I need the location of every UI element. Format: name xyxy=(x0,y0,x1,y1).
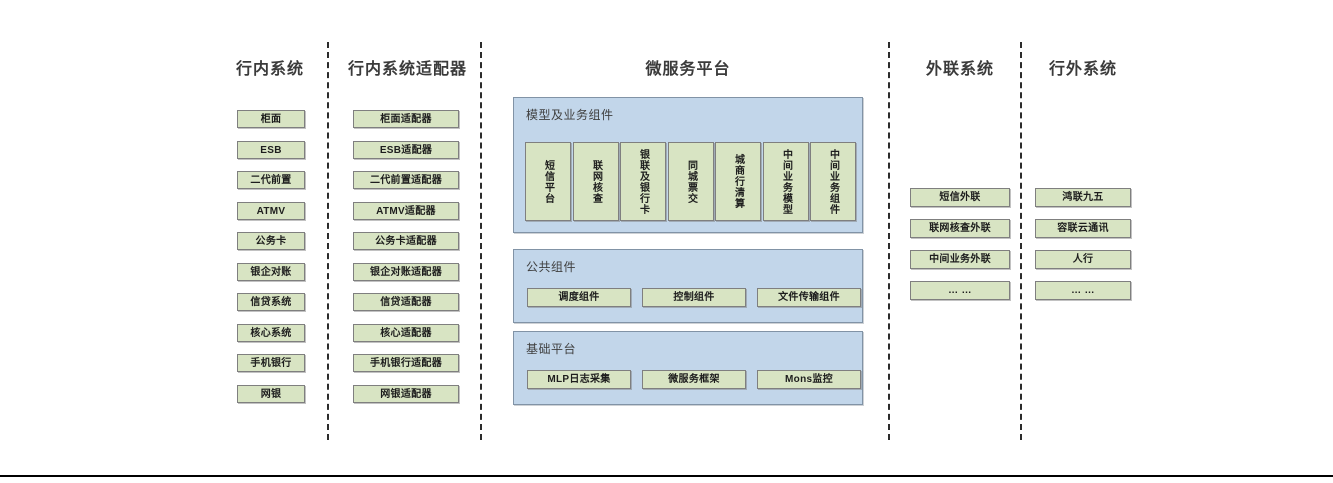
node-label: 公务卡 xyxy=(255,235,287,247)
node-inbank-system[interactable]: 二代前置 xyxy=(237,171,305,189)
node-inbank-adapter[interactable]: ATMV适配器 xyxy=(353,202,459,220)
node-inbank-system[interactable]: 网银 xyxy=(237,385,305,403)
node-label: 城商行清算 xyxy=(732,154,744,209)
node-inbank-adapter[interactable]: 二代前置适配器 xyxy=(353,171,459,189)
node-base-platform-component[interactable]: 微服务框架 xyxy=(642,370,746,389)
column-header-outbank: 行外系统 xyxy=(1048,61,1117,78)
node-label: 鸿联九五 xyxy=(1062,192,1104,203)
node-outbank-system[interactable]: 容联云通讯 xyxy=(1035,219,1131,238)
node-model-business-component[interactable]: 联网核查 xyxy=(573,142,619,221)
node-model-business-component[interactable]: 短信平台 xyxy=(525,142,571,221)
node-label: 联网核查 xyxy=(590,159,602,204)
node-label: 公务卡适配器 xyxy=(375,235,437,247)
separator-2 xyxy=(480,42,482,440)
node-model-business-component[interactable]: 中间业务模型 xyxy=(763,142,809,221)
node-label: … … xyxy=(948,285,972,296)
node-label: 控制组件 xyxy=(673,292,715,303)
node-label: ATMV适配器 xyxy=(376,205,436,217)
node-inbank-adapter[interactable]: 手机银行适配器 xyxy=(353,354,459,372)
node-label: 人行 xyxy=(1072,254,1094,265)
node-public-component[interactable]: 控制组件 xyxy=(642,288,746,307)
panel-model-business-components: 模型及业务组件 短信平台 联网核查 银联及银行卡 同城票交 城商行清算 中间业务模型 中间业… xyxy=(513,97,863,233)
node-label: 中间业务模型 xyxy=(780,148,792,215)
node-label: 核心适配器 xyxy=(380,327,432,339)
node-label: 文件传输组件 xyxy=(778,292,840,303)
node-external-link-system[interactable]: 短信外联 xyxy=(910,188,1010,207)
node-label: 柜面 xyxy=(260,113,282,125)
node-model-business-component[interactable]: 城商行清算 xyxy=(715,142,761,221)
panel-title-model-business-components: 模型及业务组件 xyxy=(526,108,614,122)
node-inbank-system[interactable]: 公务卡 xyxy=(237,232,305,250)
node-inbank-system[interactable]: ATMV xyxy=(237,202,305,220)
node-base-platform-component[interactable]: Mons监控 xyxy=(757,370,861,389)
node-inbank-adapter[interactable]: 柜面适配器 xyxy=(353,110,459,128)
node-label: 柜面适配器 xyxy=(380,113,432,125)
node-label: 手机银行适配器 xyxy=(369,357,443,369)
node-label: 银企对账 xyxy=(250,266,292,278)
node-label: ATMV xyxy=(256,205,286,217)
node-label: 网银 xyxy=(260,388,282,400)
panel-title-public-components: 公共组件 xyxy=(526,260,577,274)
node-label: Mons监控 xyxy=(785,374,833,385)
panel-public-components: 公共组件 调度组件 控制组件 文件传输组件 xyxy=(513,249,863,323)
column-header-inbank-adapter: 行内系统适配器 xyxy=(347,61,467,78)
node-inbank-adapter[interactable]: 信贷适配器 xyxy=(353,293,459,311)
node-label: ESB xyxy=(260,144,282,156)
node-outbank-system[interactable]: 人行 xyxy=(1035,250,1131,269)
node-model-business-component[interactable]: 中间业务组件 xyxy=(810,142,856,221)
node-public-component[interactable]: 文件传输组件 xyxy=(757,288,861,307)
node-label: 银企对账适配器 xyxy=(369,266,443,278)
node-outbank-system[interactable]: 鸿联九五 xyxy=(1035,188,1131,207)
bottom-rule xyxy=(0,475,1333,477)
node-label: 核心系统 xyxy=(250,327,292,339)
node-label: 信贷适配器 xyxy=(380,296,432,308)
node-outbank-system[interactable]: … … xyxy=(1035,281,1131,300)
column-header-external-link: 外联系统 xyxy=(925,61,994,78)
node-public-component[interactable]: 调度组件 xyxy=(527,288,631,307)
node-label: 联网核查外联 xyxy=(929,223,991,234)
node-inbank-system[interactable]: 银企对账 xyxy=(237,263,305,281)
node-label: 调度组件 xyxy=(558,292,600,303)
node-external-link-system[interactable]: … … xyxy=(910,281,1010,300)
separator-3 xyxy=(888,42,890,440)
node-label: 中间业务外联 xyxy=(929,254,991,265)
node-model-business-component[interactable]: 同城票交 xyxy=(668,142,714,221)
node-label: 网银适配器 xyxy=(380,388,432,400)
node-inbank-system[interactable]: 核心系统 xyxy=(237,324,305,342)
node-external-link-system[interactable]: 中间业务外联 xyxy=(910,250,1010,269)
node-label: ESB适配器 xyxy=(379,144,433,156)
node-inbank-adapter[interactable]: 核心适配器 xyxy=(353,324,459,342)
node-label: MLP日志采集 xyxy=(547,374,611,385)
node-inbank-adapter[interactable]: 银企对账适配器 xyxy=(353,263,459,281)
node-label: 同城票交 xyxy=(685,159,697,204)
node-model-business-component[interactable]: 银联及银行卡 xyxy=(620,142,666,221)
column-header-inbank: 行内系统 xyxy=(235,61,304,78)
node-label: 容联云通讯 xyxy=(1057,223,1109,234)
separator-1 xyxy=(327,42,329,440)
node-label: … … xyxy=(1071,285,1095,296)
column-header-microservice: 微服务平台 xyxy=(645,61,731,78)
node-label: 二代前置适配器 xyxy=(369,174,443,186)
node-label: 短信平台 xyxy=(542,159,554,204)
node-base-platform-component[interactable]: MLP日志采集 xyxy=(527,370,631,389)
node-inbank-system[interactable]: 柜面 xyxy=(237,110,305,128)
panel-base-platform: 基础平台 MLP日志采集 微服务框架 Mons监控 xyxy=(513,331,863,405)
node-label: 微服务框架 xyxy=(668,374,720,385)
node-inbank-system[interactable]: 手机银行 xyxy=(237,354,305,372)
node-inbank-system[interactable]: 信贷系统 xyxy=(237,293,305,311)
node-external-link-system[interactable]: 联网核查外联 xyxy=(910,219,1010,238)
node-inbank-system[interactable]: ESB xyxy=(237,141,305,159)
node-inbank-adapter[interactable]: ESB适配器 xyxy=(353,141,459,159)
node-label: 银联及银行卡 xyxy=(637,148,649,215)
node-label: 中间业务组件 xyxy=(827,148,839,215)
node-inbank-adapter[interactable]: 公务卡适配器 xyxy=(353,232,459,250)
panel-title-base-platform: 基础平台 xyxy=(526,342,577,356)
node-label: 短信外联 xyxy=(939,192,981,203)
node-inbank-adapter[interactable]: 网银适配器 xyxy=(353,385,459,403)
node-label: 信贷系统 xyxy=(250,296,292,308)
node-label: 二代前置 xyxy=(250,174,292,186)
separator-4 xyxy=(1020,42,1022,440)
node-label: 手机银行 xyxy=(250,357,292,369)
